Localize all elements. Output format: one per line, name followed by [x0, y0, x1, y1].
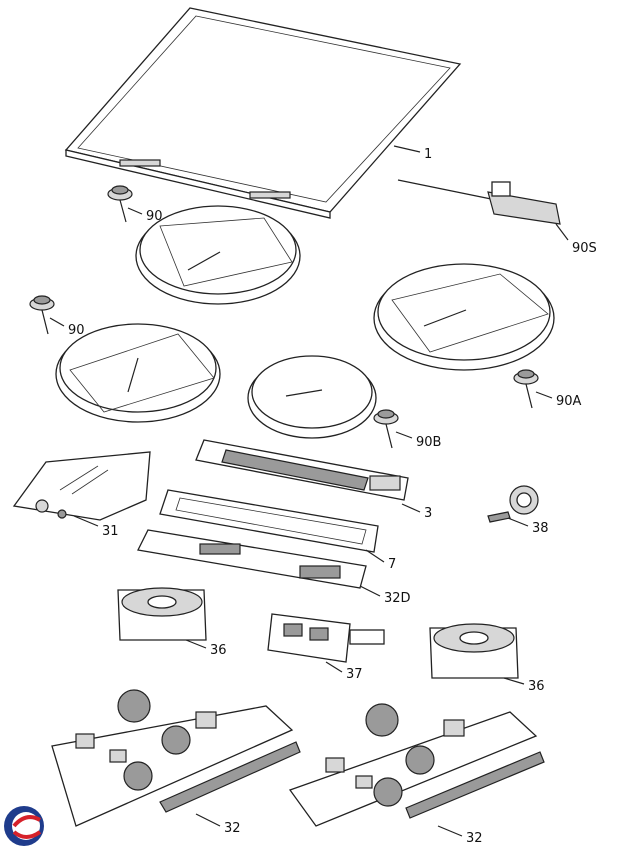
- leader-36-right: [503, 677, 525, 685]
- leader-37: [325, 661, 343, 673]
- part-coil-top-left: [135, 205, 301, 305]
- leader-36-left: [185, 639, 207, 649]
- callout-38: 38: [532, 521, 549, 536]
- leader-90-left: [49, 317, 65, 327]
- part-sensor-probe: [397, 179, 561, 225]
- leader-3: [401, 503, 421, 513]
- part-tape-roll: [487, 485, 539, 523]
- callout-36-right: 36: [528, 679, 545, 694]
- leader-32-right: [437, 825, 463, 837]
- leader-1: [393, 145, 421, 153]
- part-foot-90-left: [29, 295, 55, 335]
- part-foot-90A: [513, 369, 539, 409]
- callout-37: 37: [346, 667, 363, 682]
- part-coil-center: [247, 355, 377, 439]
- leader-90-top: [127, 207, 143, 215]
- callout-90A: 90A: [556, 394, 582, 409]
- part-control-board: [137, 529, 367, 589]
- callout-31: 31: [102, 524, 119, 539]
- leader-32-left: [195, 813, 221, 827]
- part-heat-shield: [12, 451, 151, 521]
- callout-36-left: 36: [210, 643, 227, 658]
- callout-1: 1: [424, 147, 432, 162]
- part-fan-right: [429, 623, 519, 679]
- leader-38: [507, 517, 529, 527]
- brand-logo-icon: [4, 806, 44, 846]
- part-coil-left: [55, 323, 221, 423]
- part-foot-90-top: [107, 185, 133, 223]
- callout-3: 3: [424, 506, 432, 521]
- callout-90-left: 90: [68, 323, 85, 338]
- part-filter-board: [267, 613, 385, 663]
- part-display-module: [195, 439, 409, 501]
- leader-90S: [555, 223, 569, 241]
- callout-32-left: 32: [224, 821, 241, 836]
- leader-90B: [395, 431, 413, 439]
- part-frame: [159, 489, 379, 553]
- callout-90-top: 90: [146, 209, 163, 224]
- part-fan-left: [117, 587, 207, 641]
- part-coil-right: [373, 263, 555, 371]
- leader-7: [365, 549, 385, 563]
- part-power-board-right: [288, 703, 545, 827]
- leader-32D: [359, 585, 381, 597]
- leader-90A: [535, 391, 553, 399]
- callout-32-right: 32: [466, 831, 483, 846]
- part-glass-top: [64, 7, 462, 219]
- callout-90B: 90B: [416, 435, 441, 450]
- part-foot-90B: [373, 409, 399, 449]
- callout-32D: 32D: [384, 591, 411, 606]
- callout-7: 7: [388, 557, 396, 572]
- part-power-board-left: [51, 689, 301, 827]
- callout-90S: 90S: [572, 241, 597, 256]
- leader-31: [73, 515, 99, 527]
